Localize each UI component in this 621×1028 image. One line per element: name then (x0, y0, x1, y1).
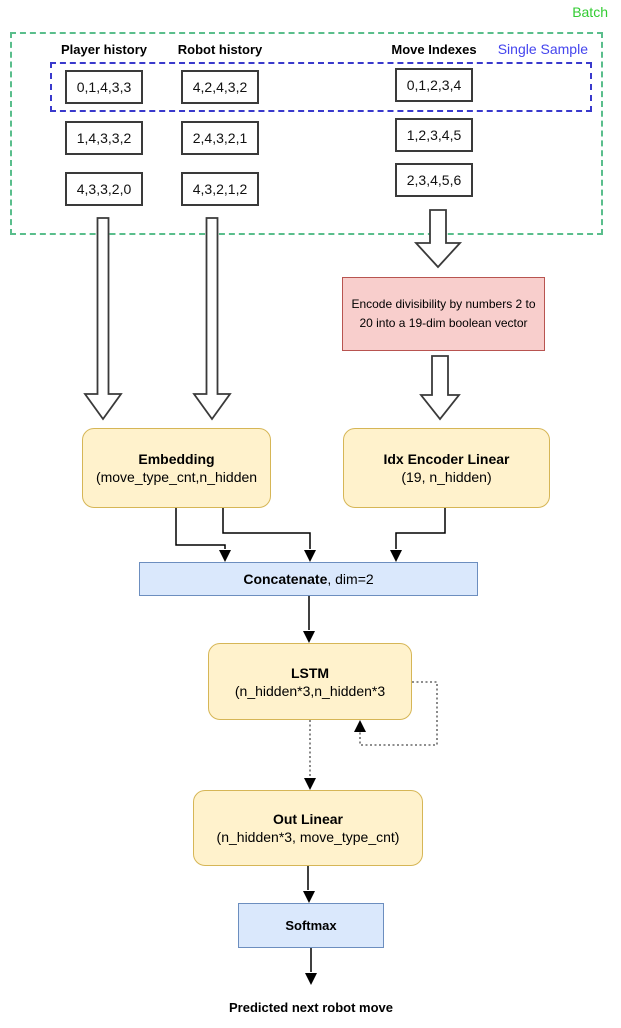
concatenate-title: Concatenate (243, 571, 328, 587)
value-box-move-row1: 0,1,2,3,4 (395, 68, 473, 102)
softmax-title: Softmax (285, 918, 337, 933)
lstm-node: LSTM (n_hidden*3,n_hidden*3 (208, 643, 412, 720)
value-box-move-row2: 1,2,3,4,5 (395, 118, 473, 152)
idx-encoder-params: (19, n_hidden) (401, 469, 492, 485)
batch-frame (10, 32, 603, 235)
wire-embedding-left-to-concat (175, 508, 226, 549)
single-sample-label: Single Sample (497, 41, 588, 57)
robot-history-header: Robot history (177, 42, 263, 57)
arrowhead-concat-2 (304, 550, 316, 562)
embedding-node: Embedding (move_type_cnt,n_hidden (82, 428, 271, 508)
softmax-node: Softmax (238, 903, 384, 948)
encode-divisibility-node: Encode divisibility by numbers 2 to 20 i… (342, 277, 545, 351)
idx-encoder-node: Idx Encoder Linear (19, n_hidden) (343, 428, 550, 508)
hollow-arrow-player-to-embedding (83, 217, 123, 421)
out-linear-title: Out Linear (272, 811, 343, 827)
value-box-robot-row2: 2,4,3,2,1 (181, 121, 259, 155)
value-box-robot-row1: 4,2,4,3,2 (181, 70, 259, 104)
arrowhead-softmax (303, 891, 315, 903)
lstm-title: LSTM (290, 664, 330, 681)
predicted-output-label: Predicted next robot move (229, 1000, 393, 1015)
hollow-arrow-robot-to-embedding (192, 217, 232, 421)
player-history-header: Player history (61, 42, 147, 57)
wire-idx-to-concat (395, 508, 446, 549)
value-box-robot-row3: 4,3,2,1,2 (181, 172, 259, 206)
wire-embedding-right-to-concat (222, 508, 311, 549)
arrowhead-concat-3 (390, 550, 402, 562)
idx-encoder-title: Idx Encoder Linear (383, 451, 510, 467)
arrowhead-outlinear (304, 778, 316, 790)
encode-divisibility-line2: 20 into a 19-dim boolean vector (359, 316, 528, 330)
lstm-params: (n_hidden*3,n_hidden*3 (234, 682, 386, 699)
encode-divisibility-line1: Encode divisibility by numbers 2 to (351, 297, 536, 312)
concatenate-detail: , dim=2 (327, 571, 374, 587)
out-linear-node: Out Linear (n_hidden*3, move_type_cnt) (193, 790, 423, 866)
arrowhead-concat-1 (219, 550, 231, 562)
move-indexes-header: Move Indexes (391, 42, 477, 57)
single-sample-frame (50, 62, 592, 112)
concatenate-node: Concatenate, dim=2 (139, 562, 478, 596)
arrowhead-lstm-recurrent (354, 720, 366, 732)
hollow-arrow-encode-to-idx (419, 355, 461, 421)
value-box-player-row3: 4,3,3,2,0 (65, 172, 143, 206)
value-box-player-row2: 1,4,3,3,2 (65, 121, 143, 155)
value-box-move-row3: 2,3,4,5,6 (395, 163, 473, 197)
value-box-player-row1: 0,1,4,3,3 (65, 70, 143, 104)
arrowhead-output (305, 973, 317, 985)
arrowhead-lstm (303, 631, 315, 643)
batch-label: Batch (572, 4, 608, 20)
out-linear-params: (n_hidden*3, move_type_cnt) (216, 829, 400, 845)
embedding-params: (move_type_cnt,n_hidden (95, 469, 258, 485)
embedding-title: Embedding (138, 451, 215, 467)
